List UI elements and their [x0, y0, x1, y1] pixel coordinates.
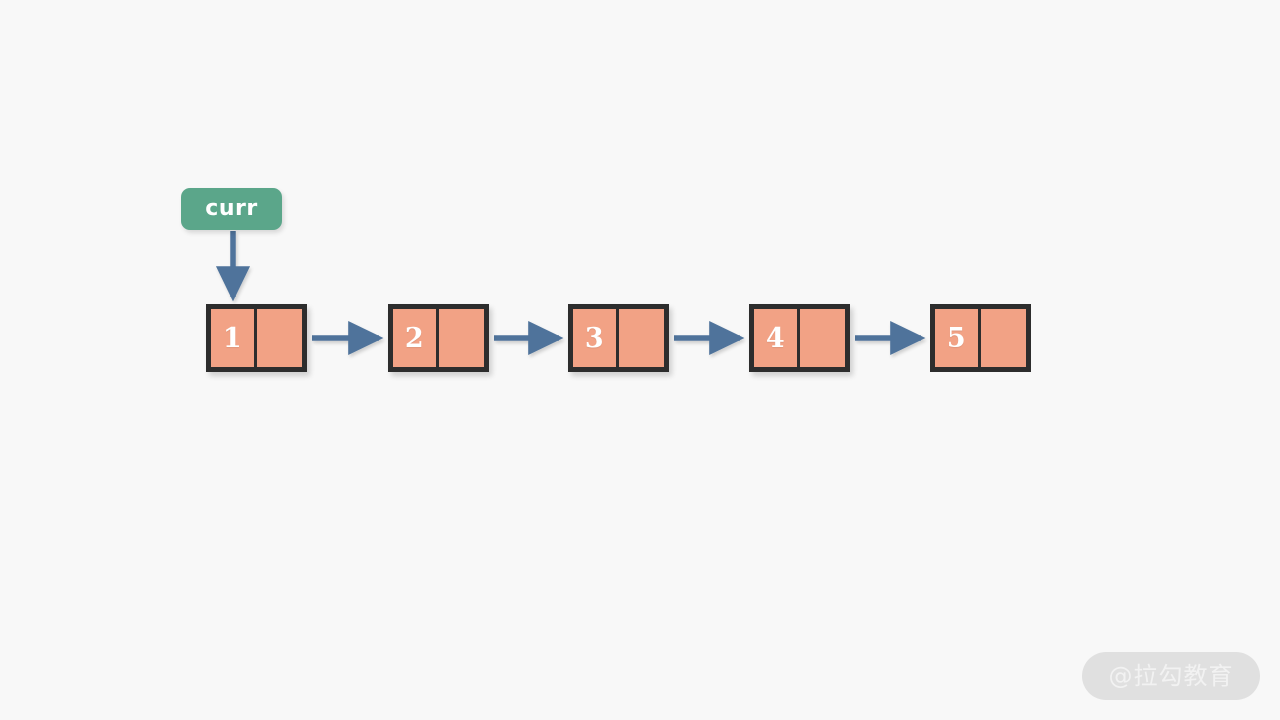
list-node-1[interactable]: 1	[206, 304, 307, 372]
pointer-label-curr-text: curr	[205, 196, 258, 221]
list-node-5-value: 5	[946, 322, 966, 354]
list-node-3-value: 3	[584, 322, 604, 354]
list-node-2-next-cell	[438, 309, 484, 367]
pointer-label-curr[interactable]: curr	[181, 188, 282, 230]
list-node-2-value: 2	[404, 322, 424, 354]
list-node-3-next-cell	[618, 309, 664, 367]
list-node-1-value: 1	[222, 322, 242, 354]
list-node-3[interactable]: 3	[568, 304, 669, 372]
list-node-5-data-cell: 5	[935, 309, 981, 367]
list-node-2-data-cell: 2	[393, 309, 439, 367]
watermark: @拉勾教育	[1082, 652, 1260, 700]
list-node-3-data-cell: 3	[573, 309, 619, 367]
watermark-text: @拉勾教育	[1108, 662, 1234, 690]
list-node-5-next-cell	[980, 309, 1026, 367]
list-node-1-next-cell	[256, 309, 302, 367]
list-node-4-value: 4	[765, 322, 785, 354]
list-node-5[interactable]: 5	[930, 304, 1031, 372]
list-node-4[interactable]: 4	[749, 304, 850, 372]
list-node-1-data-cell: 1	[211, 309, 257, 367]
list-node-2[interactable]: 2	[388, 304, 489, 372]
list-node-4-next-cell	[799, 309, 845, 367]
list-node-4-data-cell: 4	[754, 309, 800, 367]
